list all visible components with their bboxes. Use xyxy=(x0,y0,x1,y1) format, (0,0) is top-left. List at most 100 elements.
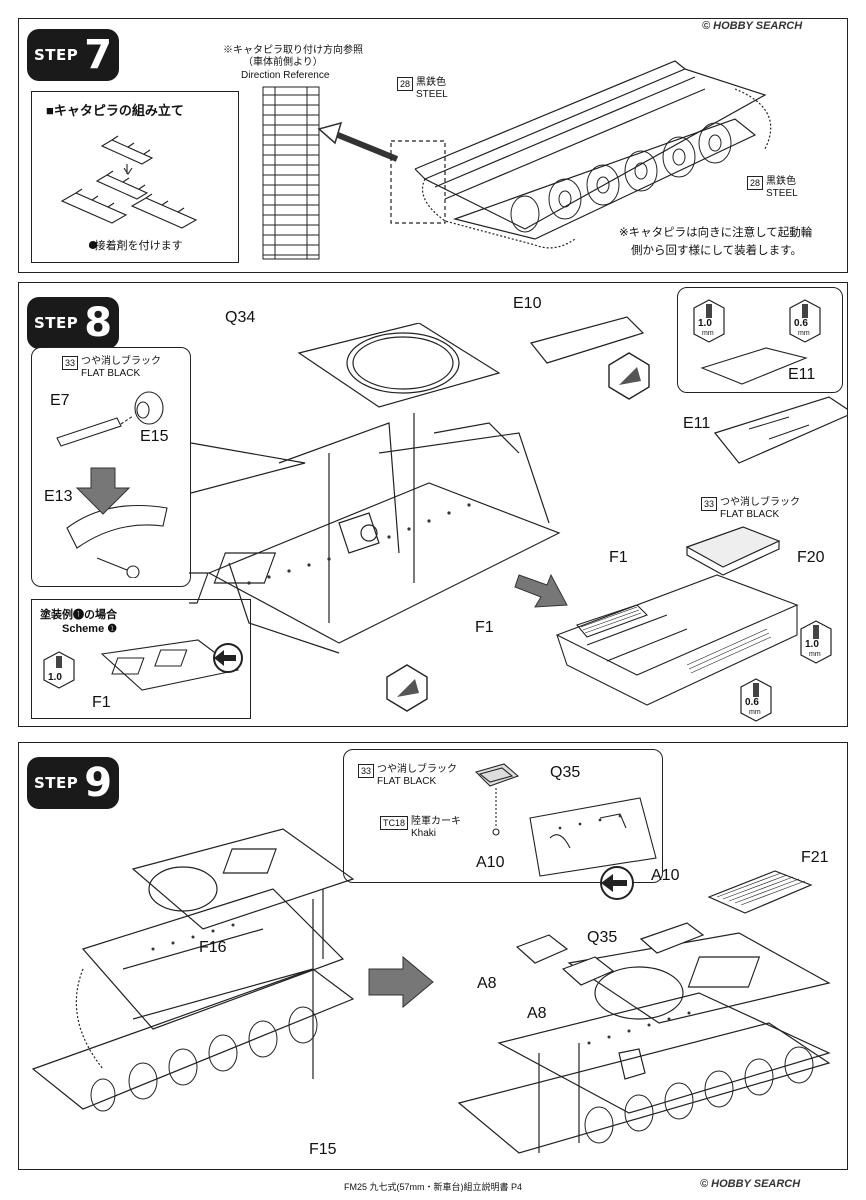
thickness-unit-5: mm xyxy=(749,709,761,716)
part-label-q35-inset: Q35 xyxy=(550,764,581,781)
a8-cover-drawing xyxy=(561,956,615,986)
reverse-side-icon xyxy=(600,866,634,900)
watermark-bottom: © HOBBY SEARCH xyxy=(700,1178,801,1190)
paint-name-jp: つや消しブラック xyxy=(81,356,162,367)
thickness-value-5: 0.6 xyxy=(745,697,759,708)
part-label-f1-right: F1 xyxy=(609,549,628,566)
step7-panel: STEP 7 ■キャタピラの組み立て ●接着剤を付けます ※キャタピラ取り付け方… xyxy=(18,18,848,273)
paint-number: 28 xyxy=(747,176,764,190)
cut-marker-icon xyxy=(386,664,428,712)
glue-bullet-icon xyxy=(89,241,97,249)
paint-name-en: Khaki xyxy=(411,828,437,839)
forward-arrow-icon xyxy=(514,573,568,608)
step9-left-assembly-drawing xyxy=(31,828,355,1112)
e11-fender-drawing xyxy=(713,396,847,464)
step7-badge: STEP 7 xyxy=(27,29,119,81)
track-install-note-line2: 側から回す様にして装着します。 xyxy=(631,243,803,257)
part-label-f21: F21 xyxy=(801,849,829,866)
step-number: 8 xyxy=(84,300,113,346)
part-label-e11-top: E11 xyxy=(788,366,816,383)
thickness-gauge-icon xyxy=(740,678,772,722)
part-label-e11-main: E11 xyxy=(683,415,711,432)
cut-marker-icon xyxy=(608,352,650,400)
thickness-value-scheme: 1.0 xyxy=(48,672,62,683)
paint-number: 33 xyxy=(62,356,79,370)
step7-chassis-drawing xyxy=(390,60,772,249)
paint-number: 33 xyxy=(358,764,375,778)
paint-name-en: STEEL xyxy=(416,89,448,100)
q35-hatch-drawing xyxy=(639,922,705,954)
thickness-unit-2: mm xyxy=(798,330,810,337)
scheme-box: 塗装例❶の場合 Scheme ❶ F1 1.0 xyxy=(31,599,251,719)
direction-ref-jp1: ※キャタピラ取り付け方向参照 xyxy=(223,45,363,56)
glue-note: ●接着剤を付けます xyxy=(88,240,183,252)
thickness-gauge-icon xyxy=(43,651,75,689)
e10-fender-drawing xyxy=(529,316,645,364)
e11-plate-drawing xyxy=(700,347,808,385)
step-word: STEP xyxy=(33,774,79,792)
paint-name-en: STEEL xyxy=(766,188,798,199)
e11-detail-box: 1.0 mm 0.6 mm E11 xyxy=(677,287,843,393)
scheme-title-jp: 塗装例❶の場合 xyxy=(40,609,117,621)
track-assembly-box: ■キャタピラの組み立て ●接着剤を付けます xyxy=(31,91,239,263)
track-box-title: ■キャタピラの組み立て xyxy=(46,103,184,118)
part-label-f1-main: F1 xyxy=(475,619,494,636)
paint-number: 33 xyxy=(701,497,718,511)
direction-ref-jp2: （車体前側より） xyxy=(243,57,323,68)
paint-name-en: FLAT BLACK xyxy=(720,509,780,520)
part-label-a8-left: A8 xyxy=(477,975,497,992)
paint-number: 28 xyxy=(397,77,414,91)
thickness-gauge-icon xyxy=(800,620,832,664)
scheme-title-en: Scheme ❶ xyxy=(62,623,118,635)
paint-number: TC18 xyxy=(380,816,409,830)
part-label-e10: E10 xyxy=(513,295,542,312)
step8-badge: STEP 8 xyxy=(27,297,119,349)
reverse-side-icon xyxy=(213,643,243,673)
paint-name-en: FLAT BLACK xyxy=(377,776,437,787)
part-label-e13: E13 xyxy=(44,488,73,505)
track-direction-drawing xyxy=(262,86,320,260)
part-label-q34: Q34 xyxy=(225,309,256,326)
part-label-a10-inset: A10 xyxy=(476,854,505,871)
part-label-a10-main: A10 xyxy=(651,867,680,884)
step9-badge: STEP 9 xyxy=(27,757,119,809)
thickness-gauge-icon xyxy=(789,299,821,343)
thickness-value-3: 1.0 xyxy=(805,639,819,650)
part-label-e7: E7 xyxy=(50,392,70,409)
part-label-f16: F16 xyxy=(199,939,227,956)
thickness-value-2: 0.6 xyxy=(794,318,808,329)
paint-name-jp: 黒鉄色 xyxy=(416,77,447,88)
scheme-panel-drawing xyxy=(100,639,240,691)
paint-name-jp: つや消しブラック xyxy=(720,497,801,508)
callout-pointer xyxy=(190,442,306,494)
a8-cover-drawing xyxy=(515,934,569,964)
f21-grille-drawing xyxy=(707,870,813,914)
paint-name-jp: つや消しブラック xyxy=(377,764,458,775)
thickness-unit-3: mm xyxy=(809,651,821,658)
step8-floor-drawing xyxy=(555,574,799,706)
part-label-a8-right: A8 xyxy=(527,1005,547,1022)
forward-arrow-icon xyxy=(368,955,434,1009)
thickness-unit-1: mm xyxy=(702,330,714,337)
watermark-top: © HOBBY SEARCH xyxy=(702,20,803,32)
step-word: STEP xyxy=(33,46,79,64)
part-label-f1-scheme: F1 xyxy=(92,694,111,711)
paint-name-en: FLAT BLACK xyxy=(81,368,141,379)
paint-name-jp: 黒鉄色 xyxy=(766,176,797,187)
track-link-drawing xyxy=(60,135,198,229)
step-number: 7 xyxy=(84,32,113,78)
part-label-q35-main: Q35 xyxy=(587,929,618,946)
wheel-parts-drawing xyxy=(56,391,168,578)
